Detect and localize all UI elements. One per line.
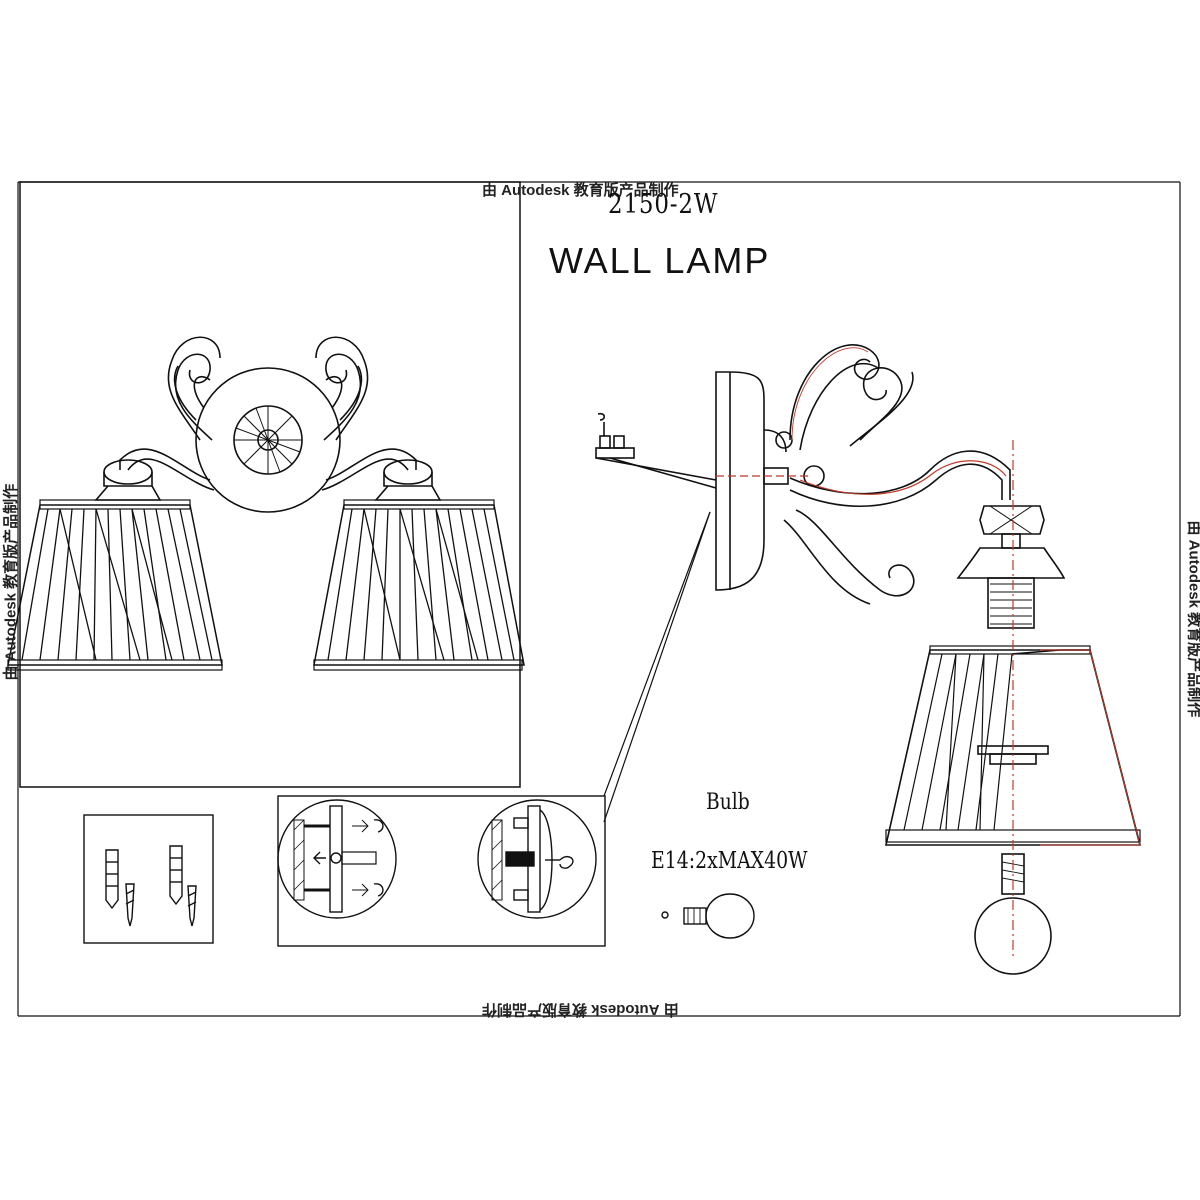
- section-guide-lines: [716, 347, 1141, 960]
- watermark-left: 由 Autodesk 教育版产品制作: [2, 483, 20, 681]
- side-view-lamp: [595, 344, 1142, 975]
- front-view-panel: [19, 181, 521, 788]
- right-shade: [313, 499, 525, 671]
- wall-anchors-panel: [83, 814, 214, 944]
- watermark-right: 由 Autodesk 教育版产品制作: [1185, 521, 1200, 718]
- bulb-spec: E14:2xMAX40W: [651, 848, 808, 874]
- detail-leader-line: [603, 511, 711, 823]
- left-shade: [7, 499, 223, 671]
- rosette-icon: [234, 406, 302, 474]
- watermark-bottom: 由 Autodesk 教育版产品制作: [482, 1001, 679, 1018]
- front-view-lamp: [94, 336, 442, 513]
- wall-anchor-icon: [169, 845, 183, 906]
- watermark-top: 由 Autodesk 教育版产品制作: [482, 182, 679, 199]
- screw-icon: [187, 885, 197, 927]
- drawing-title: WALL LAMP: [549, 240, 771, 281]
- model-number: 2150-2W: [608, 189, 719, 220]
- wall-anchor-icon: [105, 849, 119, 910]
- bulb-icon: [661, 893, 755, 939]
- bulb-label: Bulb: [706, 790, 750, 815]
- installation-detail-panel: [277, 795, 606, 947]
- screw-icon: [125, 883, 135, 927]
- sheet-frame: [17, 181, 1181, 1017]
